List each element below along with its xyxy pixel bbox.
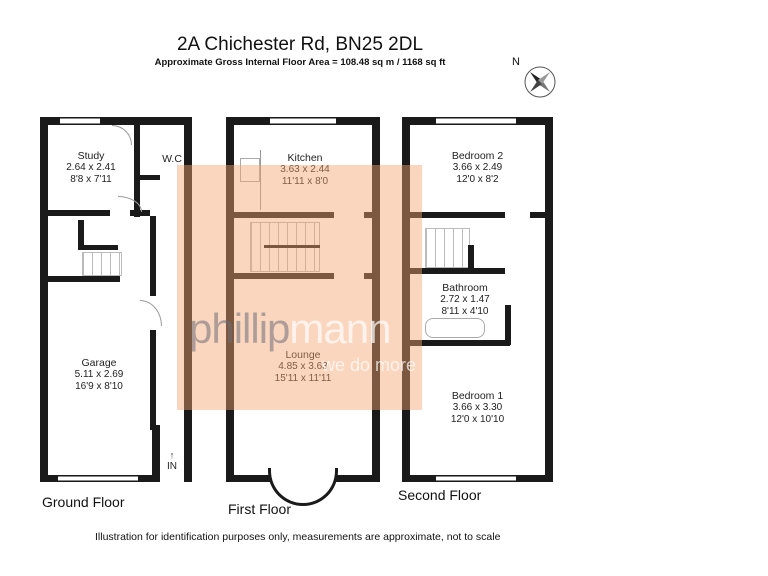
watermark-brand-b: mann bbox=[289, 305, 391, 352]
room-lounge: Lounge 4.85 x 3.63 15'11 x 11'11 bbox=[234, 349, 372, 385]
room-metric: 3.66 x 3.30 bbox=[452, 402, 503, 413]
room-wc: W.C bbox=[160, 153, 184, 165]
room-metric: 2.64 x 2.41 bbox=[66, 162, 116, 173]
room-name: Bedroom 2 bbox=[451, 150, 504, 162]
room-imperial: 8'11 x 4'10 bbox=[441, 306, 489, 317]
room-name: IN bbox=[167, 461, 177, 472]
room-name: Study bbox=[77, 150, 105, 162]
page-title: 2A Chichester Rd, BN25 2DL bbox=[176, 34, 424, 55]
floor-label-ground: Ground Floor bbox=[42, 494, 125, 510]
room-name: Garage bbox=[81, 357, 117, 369]
room-imperial: 11'11 x 8'0 bbox=[281, 176, 329, 187]
room-metric: 5.11 x 2.69 bbox=[74, 369, 124, 380]
room-name: W.C bbox=[162, 153, 182, 165]
room-name: Bathroom bbox=[442, 282, 488, 294]
disclaimer-footer: Illustration for identification purposes… bbox=[95, 531, 501, 543]
compass-rose-icon bbox=[524, 66, 556, 98]
floor-area-subtitle: Approximate Gross Internal Floor Area = … bbox=[154, 57, 446, 68]
room-bedroom-1: Bedroom 1 3.66 x 3.30 12'0 x 10'10 bbox=[410, 390, 545, 426]
compass-north-label: N bbox=[512, 56, 520, 68]
room-imperial: 8'8 x 7'11 bbox=[70, 174, 112, 185]
room-bedroom-2: Bedroom 2 3.66 x 2.49 12'0 x 8'2 bbox=[410, 150, 545, 186]
watermark-brand-a: phillip bbox=[189, 305, 290, 352]
room-metric: 3.66 x 2.49 bbox=[452, 162, 503, 173]
watermark-tagline: we do more bbox=[322, 355, 417, 375]
room-imperial: 12'0 x 10'10 bbox=[450, 414, 505, 425]
room-kitchen: Kitchen 3.63 x 2.44 11'11 x 8'0 bbox=[250, 152, 360, 188]
compass: N bbox=[510, 56, 560, 102]
room-imperial: 12'0 x 8'2 bbox=[456, 174, 499, 185]
room-metric: 3.63 x 2.44 bbox=[280, 164, 330, 175]
floor-label-first: First Floor bbox=[228, 501, 291, 517]
room-study: Study 2.64 x 2.41 8'8 x 7'11 bbox=[48, 150, 134, 186]
room-garage: Garage 5.11 x 2.69 16'9 x 8'10 bbox=[48, 357, 150, 393]
room-metric: 4.85 x 3.63 bbox=[278, 361, 328, 372]
room-imperial: 16'9 x 8'10 bbox=[75, 381, 123, 392]
room-bathroom: Bathroom 2.72 x 1.47 8'11 x 4'10 bbox=[430, 282, 500, 318]
room-name: Kitchen bbox=[287, 152, 323, 164]
room-name: Bedroom 1 bbox=[451, 390, 504, 402]
room-metric: 2.72 x 1.47 bbox=[440, 294, 490, 305]
watermark: phillipmann we do more bbox=[177, 165, 422, 410]
entrance-label: ↑IN bbox=[160, 449, 184, 473]
room-name: Lounge bbox=[285, 349, 321, 361]
floor-label-second: Second Floor bbox=[398, 487, 482, 503]
room-imperial: 15'11 x 11'11 bbox=[274, 373, 332, 384]
